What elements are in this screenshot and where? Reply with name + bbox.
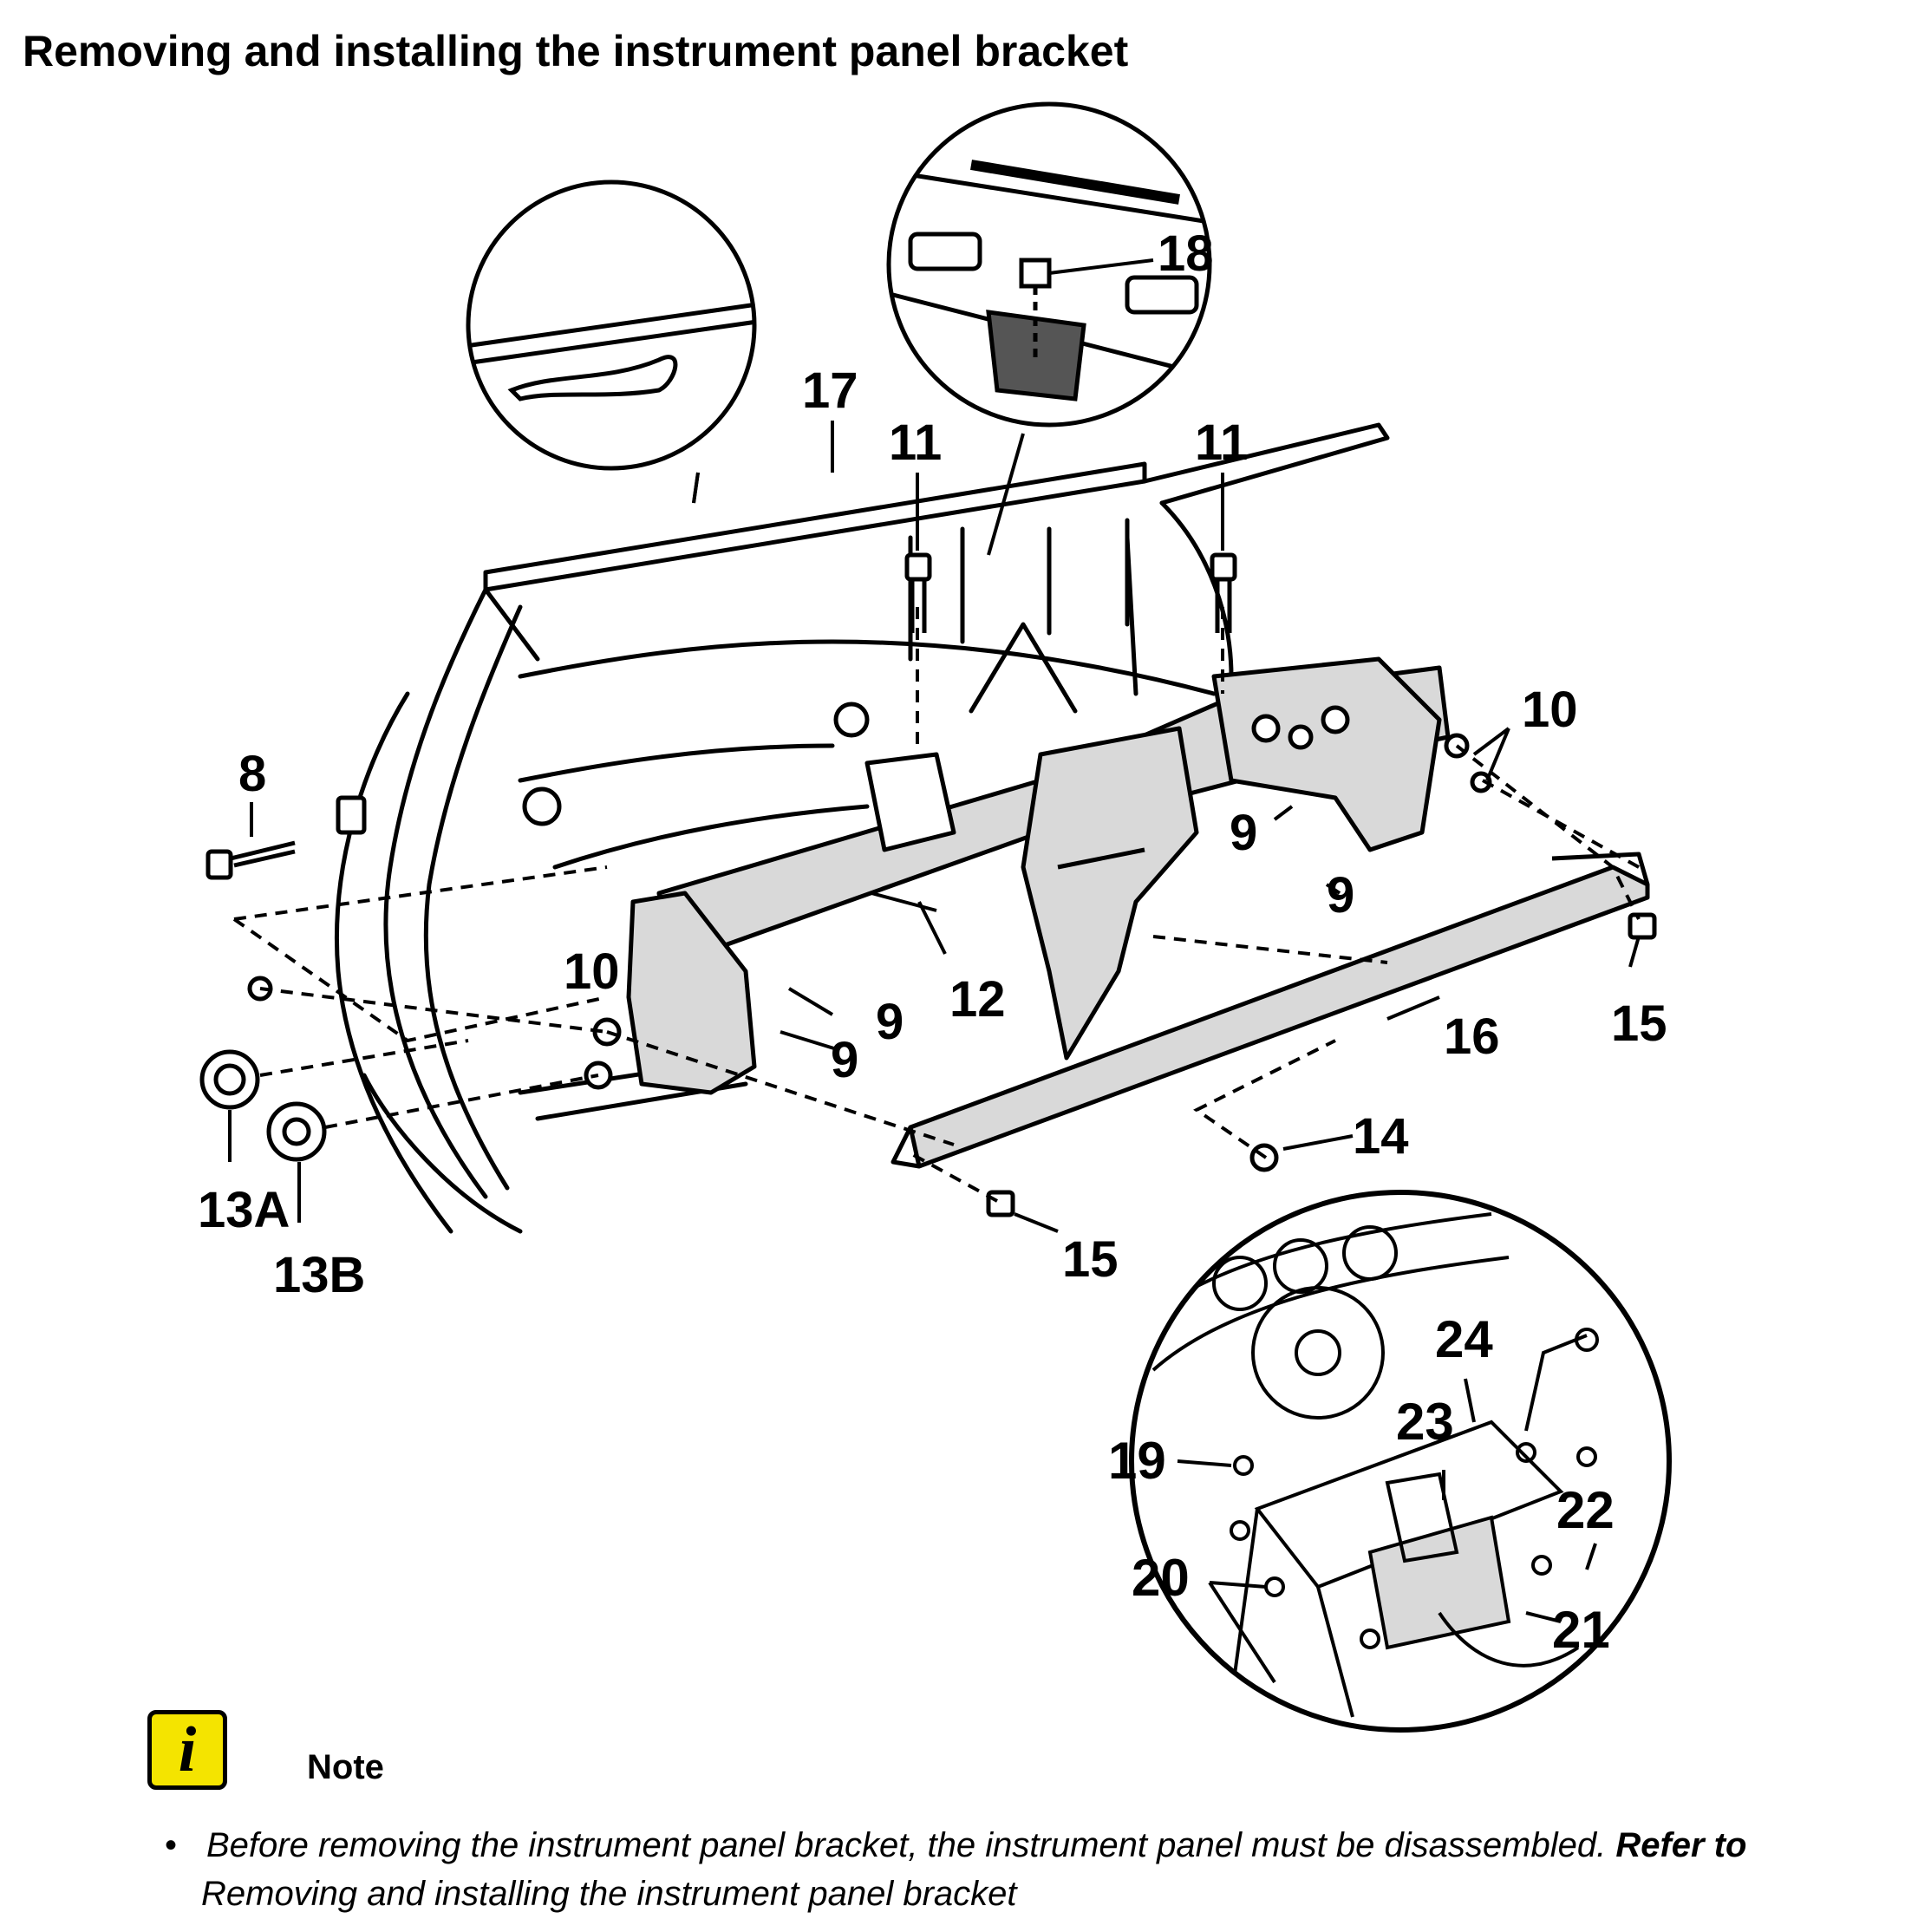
note-text-line: Before removing the instrument panel bra…: [206, 1821, 1746, 1870]
callout-24: 24: [1435, 1310, 1493, 1368]
callout-21: 21: [1552, 1601, 1610, 1659]
fasteners: [199, 552, 1657, 1217]
callout-17: 17: [802, 362, 858, 419]
detail-circle-glovebox: [1129, 1190, 1672, 1733]
callout-15-right: 15: [1611, 995, 1667, 1052]
callout-9-b: 9: [1327, 867, 1354, 924]
callout-12: 12: [949, 971, 1006, 1028]
callout-23: 23: [1396, 1393, 1454, 1451]
info-icon: i: [147, 1710, 227, 1790]
refer-to-link[interactable]: Removing and installing the instrument p…: [201, 1875, 1017, 1913]
callout-16: 16: [1444, 1008, 1500, 1065]
note-label: Note: [307, 1748, 384, 1786]
callout-9-c: 9: [876, 994, 904, 1050]
callout-20: 20: [1132, 1549, 1190, 1607]
detail-circle-weatherstrip: [466, 179, 757, 504]
callout-labels: 8 17 11 11 18 10 10 9 9 9 9 12 16 15 15 …: [198, 225, 1667, 1659]
callout-18: 18: [1158, 225, 1214, 282]
callout-13a: 13A: [198, 1182, 290, 1238]
callout-9-d: 9: [831, 1032, 858, 1088]
detail-circle-clip: [886, 101, 1212, 428]
callout-11-left: 11: [889, 414, 942, 471]
cross-member: [626, 656, 1451, 1095]
callout-10-left: 10: [564, 943, 620, 1000]
lower-rail: [890, 852, 1650, 1169]
callout-19: 19: [1108, 1432, 1166, 1490]
callout-13b: 13B: [273, 1247, 365, 1303]
refer-to-label: Refer to: [1615, 1826, 1747, 1864]
callout-10-right: 10: [1522, 682, 1578, 738]
callout-9-a: 9: [1230, 805, 1257, 861]
assembly-lines: [232, 607, 1641, 1203]
bullet: •: [165, 1826, 178, 1864]
page-title: Removing and installing the instrument p…: [23, 27, 1129, 75]
callout-22: 22: [1556, 1481, 1615, 1539]
leader-lines: [228, 421, 1641, 1233]
callout-15-left: 15: [1062, 1231, 1119, 1288]
callout-14: 14: [1353, 1108, 1409, 1165]
info-icon-glyph: i: [178, 1714, 197, 1785]
callout-11-right: 11: [1195, 414, 1248, 471]
callout-8: 8: [238, 746, 266, 802]
note-text: Before removing the instrument panel bra…: [206, 1826, 1607, 1864]
